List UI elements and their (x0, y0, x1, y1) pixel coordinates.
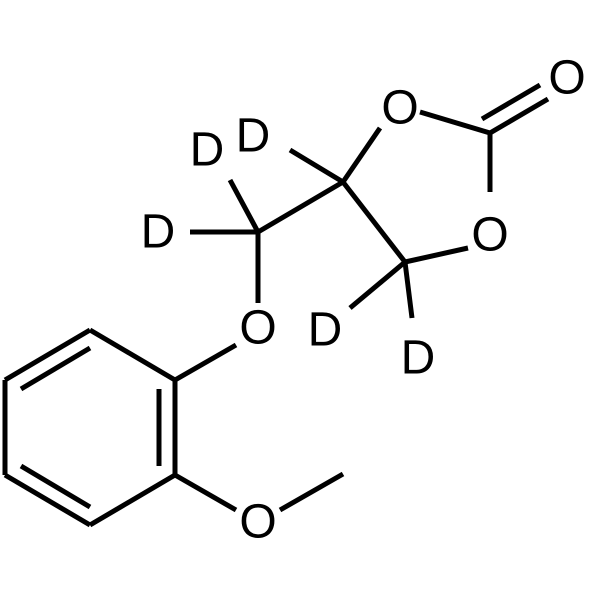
bond-ar-4 (3, 472, 92, 528)
atom-label-d5: D (401, 332, 436, 385)
bond-cd2-c4 (256, 179, 345, 235)
atom-label-ring-o2: O (471, 209, 508, 262)
bond-c4-d (288, 147, 345, 185)
bond-ar-ether-o (173, 342, 238, 383)
bond-ar-6 (3, 327, 92, 383)
bond-c2-o-double-b (480, 82, 542, 122)
bond-cd2-d-up (227, 178, 261, 234)
bond-ar-methoxy-o (173, 472, 238, 513)
atom-label-d3: D (141, 206, 176, 259)
dioxolanone-ring (340, 109, 493, 265)
atom-label-d2: D (236, 110, 271, 163)
atom-label-ring-o1: O (381, 82, 418, 135)
atom-label-d1: D (190, 124, 225, 177)
bond-c5-d-down (402, 261, 415, 319)
bond-ar-1 (88, 327, 177, 383)
bond-o3-c5 (404, 245, 469, 265)
benzene-ring (2, 327, 178, 528)
bond-ar-6-inner (19, 345, 92, 392)
bond-o1-c2 (419, 109, 491, 136)
bond-c4-o1 (340, 126, 383, 184)
atom-label-ether-o: O (239, 302, 276, 355)
bond-ar-3 (88, 472, 177, 528)
atom-label-carbonyl-o: O (548, 52, 585, 105)
bond-methoxy-o-ch3 (278, 471, 345, 513)
bond-c5-d-left (348, 260, 407, 310)
atom-label-d4: D (308, 304, 343, 357)
atom-label-methoxy-o: O (239, 496, 276, 549)
bond-ar-4-inner (19, 463, 92, 510)
bond-c2-o-double-a (488, 96, 550, 136)
bond-c5-c4 (341, 180, 407, 264)
